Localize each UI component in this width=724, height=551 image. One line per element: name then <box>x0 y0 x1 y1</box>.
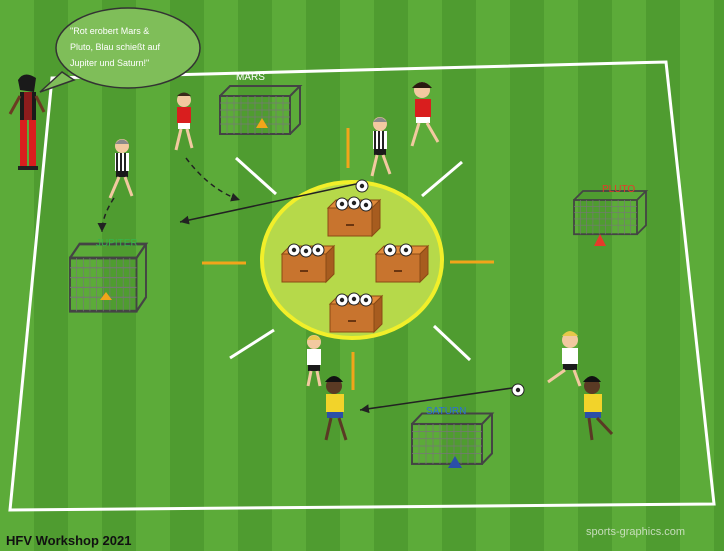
ball-box-left <box>282 244 334 282</box>
ball-center-top <box>356 180 368 192</box>
label-saturn: SATURN <box>426 406 466 417</box>
ball-box-right <box>376 244 428 282</box>
speech-line-3: Jupiter und Saturn!" <box>70 58 149 68</box>
label-jupiter: JUPITER <box>96 238 138 249</box>
speech-line-1: "Rot erobert Mars & <box>70 26 149 36</box>
label-pluto: PLUTO <box>602 184 635 195</box>
speech-text: "Rot erobert Mars & Pluto, Blau schießt … <box>70 26 163 68</box>
ball-box-bottom <box>330 293 382 332</box>
label-mars: MARS <box>236 72 265 83</box>
ball-box-top <box>328 197 380 236</box>
credit-watermark: sports-graphics.com <box>586 526 685 538</box>
ball-saturn-side <box>512 384 524 396</box>
footer-caption: HFV Workshop 2021 <box>6 533 131 548</box>
speech-line-2: Pluto, Blau schießt auf <box>70 42 161 52</box>
